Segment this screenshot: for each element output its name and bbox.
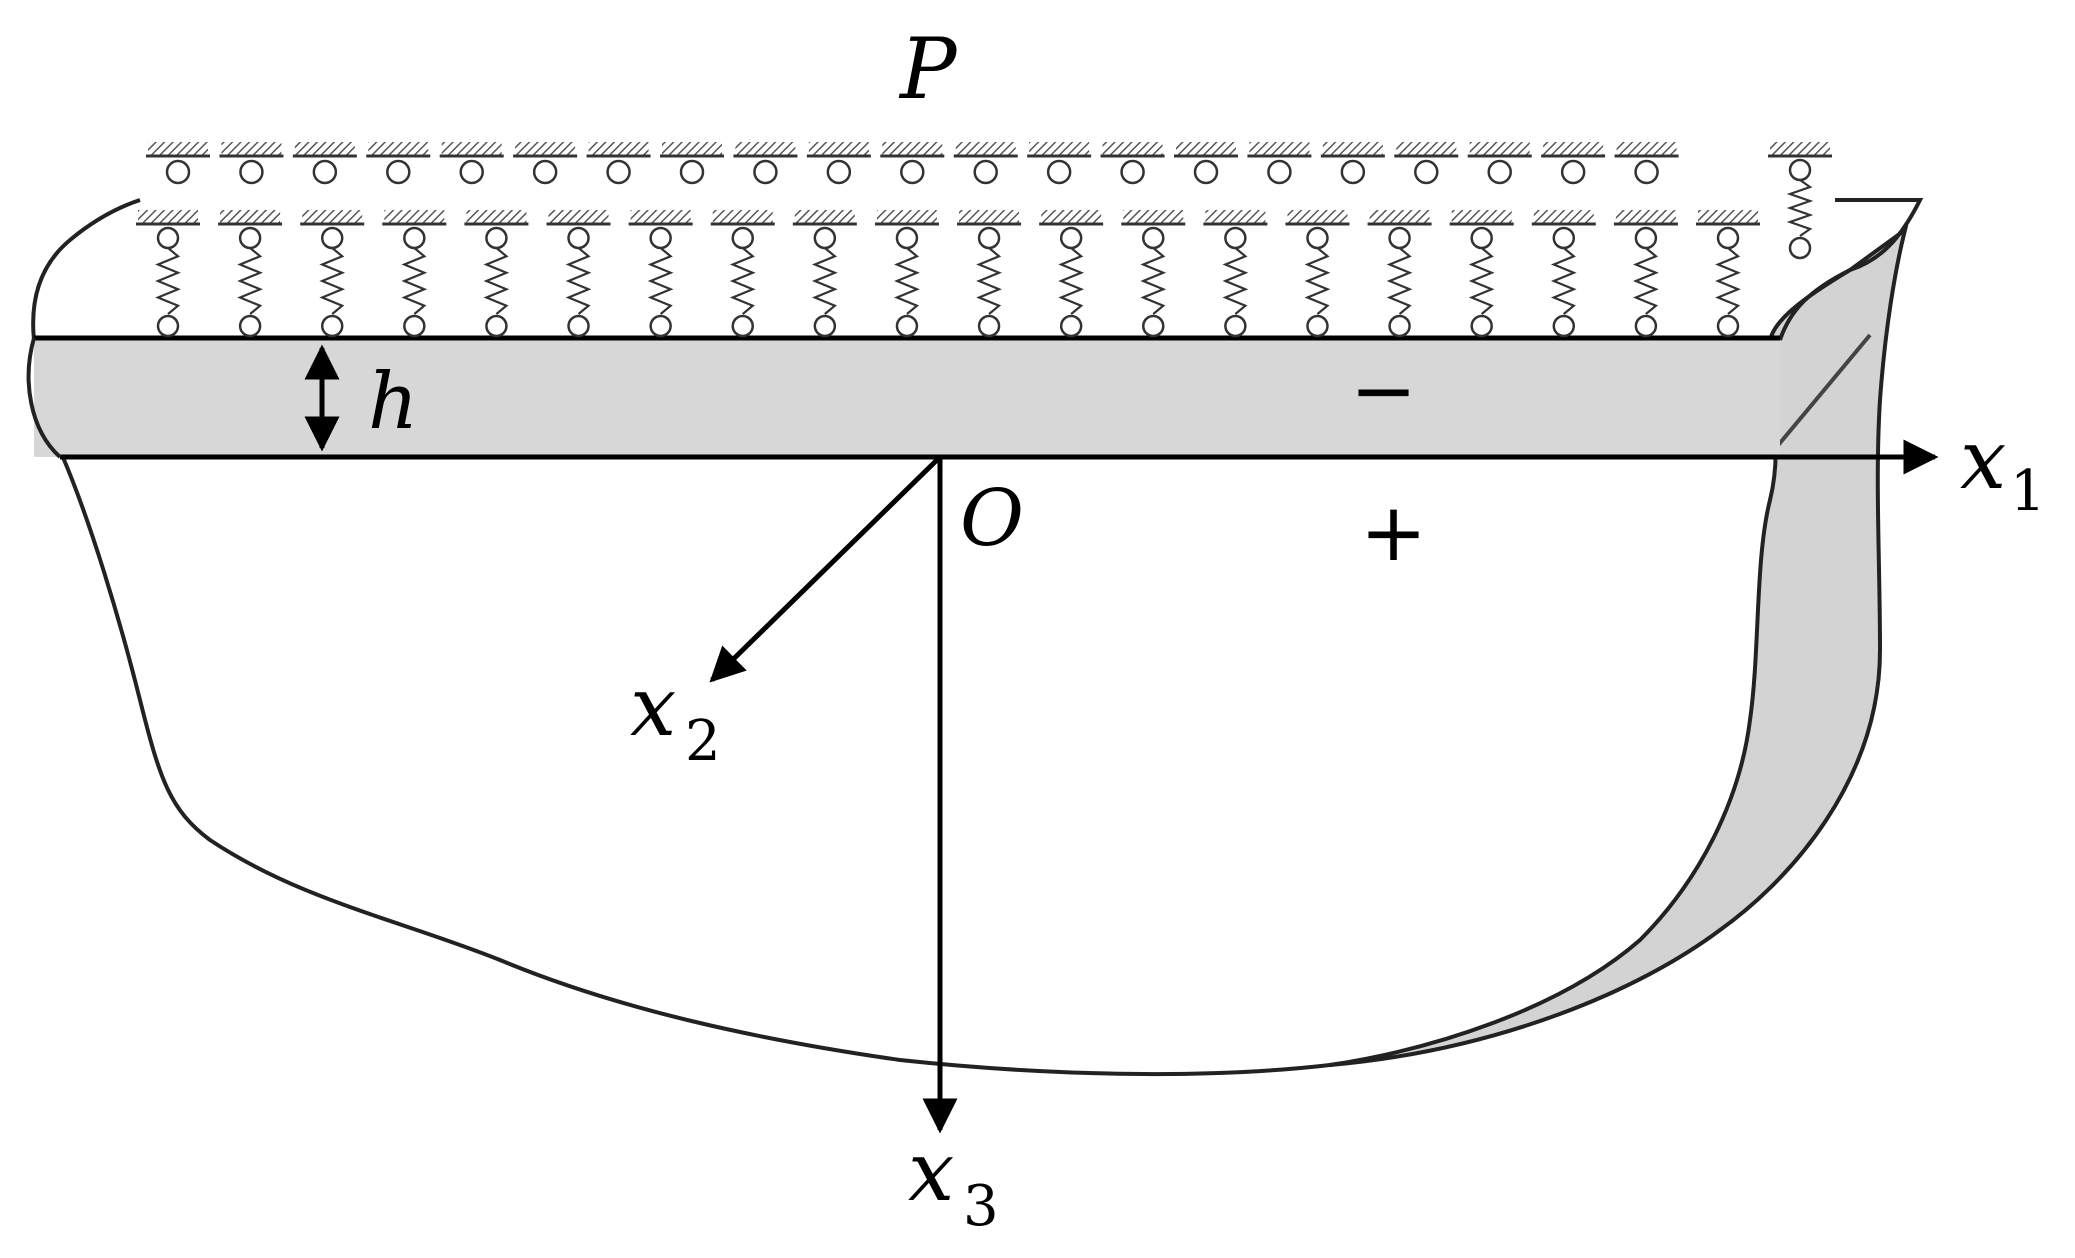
- x2-axis: [709, 455, 942, 683]
- spring-back: [219, 142, 284, 185]
- spring: [136, 210, 200, 338]
- x3-label: x: [908, 1125, 954, 1220]
- spring-back: [1027, 142, 1092, 185]
- spring-back: [1541, 142, 1606, 185]
- spring-back: [1100, 142, 1165, 185]
- spring-back: [146, 142, 210, 185]
- spring-back: [806, 142, 871, 185]
- coating-left-edge: [26, 337, 62, 459]
- spring-back: [660, 142, 724, 185]
- spring: [1285, 210, 1350, 338]
- x1-subscript: 1: [2010, 459, 2046, 524]
- coating-layer: [34, 338, 1780, 457]
- spring-back: [953, 142, 1018, 185]
- spring-back: [586, 142, 651, 185]
- spring-back: [1320, 142, 1385, 185]
- winkler-spring-rows: [136, 142, 1832, 338]
- spring: [546, 210, 611, 338]
- spring: [792, 210, 857, 338]
- spring-back: [366, 142, 431, 185]
- half-space-top-left-edge: [31, 198, 141, 341]
- spring: [1449, 210, 1514, 338]
- spring: [628, 210, 693, 338]
- x2-label: x: [630, 660, 676, 755]
- spring-back: [880, 142, 945, 185]
- spring-back: [1614, 142, 1679, 185]
- side-face-top: [1778, 198, 1924, 341]
- spring: [1039, 210, 1104, 338]
- plus-sign: +: [1360, 486, 1427, 579]
- spring: [1203, 210, 1268, 338]
- spring-back: [1247, 142, 1312, 185]
- minus-sign: −: [1350, 344, 1417, 437]
- spring-back: [1394, 142, 1459, 185]
- half-space-body: [31, 200, 1790, 1075]
- spring-back: [513, 142, 578, 185]
- spring: [464, 210, 529, 338]
- spring-back: [733, 142, 798, 185]
- side-face-edge: [1768, 333, 1872, 457]
- spring-back: [439, 142, 504, 185]
- spring: [710, 210, 775, 338]
- spring: [1367, 210, 1432, 338]
- spring: [300, 210, 365, 338]
- side-face: [1329, 225, 1909, 1067]
- spring-back: [1174, 142, 1238, 185]
- x2-subscript: 2: [685, 709, 721, 774]
- spring: [1613, 210, 1678, 338]
- spring: [1121, 210, 1186, 338]
- spring-back: [1467, 142, 1532, 185]
- spring: [218, 210, 283, 338]
- thickness-label: h: [368, 357, 418, 447]
- origin-label: O: [960, 474, 1024, 564]
- spring: [1696, 210, 1760, 338]
- spring: [382, 210, 447, 338]
- spring: [874, 210, 939, 338]
- spring: [1768, 142, 1832, 260]
- x1-label: x: [1960, 413, 2006, 508]
- spring: [1531, 210, 1596, 338]
- load-label: P: [898, 20, 958, 118]
- spring: [957, 210, 1022, 338]
- spring-back: [292, 142, 357, 185]
- x3-subscript: 3: [963, 1174, 999, 1239]
